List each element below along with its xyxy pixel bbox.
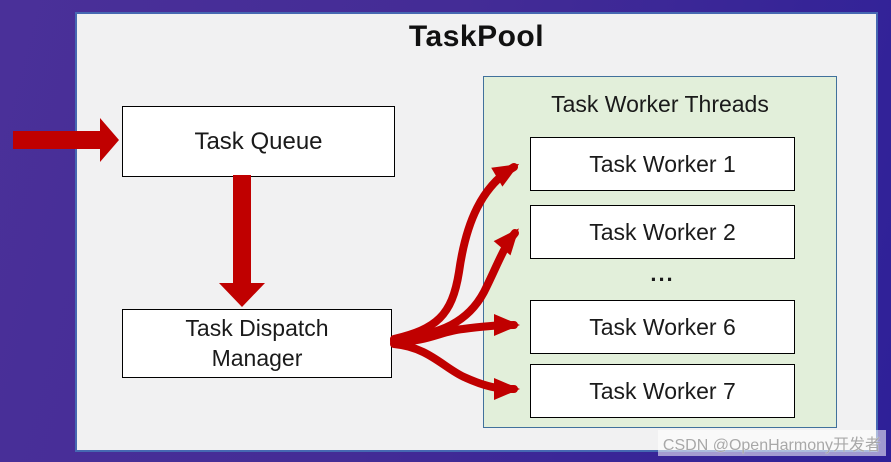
task-worker-1-node: Task Worker 1 bbox=[530, 137, 795, 191]
task-dispatch-manager-label: Task Dispatch Manager bbox=[185, 314, 329, 371]
task-queue-label: Task Queue bbox=[194, 127, 323, 155]
task-queue-node: Task Queue bbox=[122, 106, 395, 177]
task-worker-7-node: Task Worker 7 bbox=[530, 364, 795, 418]
task-worker-1-label: Task Worker 1 bbox=[589, 150, 736, 177]
task-worker-6-label: Task Worker 6 bbox=[589, 313, 736, 340]
worker-panel-title: Task Worker Threads bbox=[551, 91, 769, 117]
task-dispatch-manager-node: Task Dispatch Manager bbox=[122, 309, 392, 378]
task-worker-2-node: Task Worker 2 bbox=[530, 205, 795, 259]
diagram-title: TaskPool bbox=[408, 20, 545, 53]
task-worker-7-label: Task Worker 7 bbox=[589, 377, 736, 404]
workers-ellipsis: ... bbox=[650, 261, 675, 286]
task-worker-6-node: Task Worker 6 bbox=[530, 300, 795, 354]
watermark: CSDN @OpenHarmony开发者 bbox=[657, 430, 886, 456]
task-worker-threads-panel: Task Worker Threads Task Worker 1 Task W… bbox=[483, 76, 837, 428]
task-worker-2-label: Task Worker 2 bbox=[589, 218, 736, 245]
diagram-canvas: TaskPool Task Queue Task Dispatch Manage… bbox=[75, 12, 878, 452]
